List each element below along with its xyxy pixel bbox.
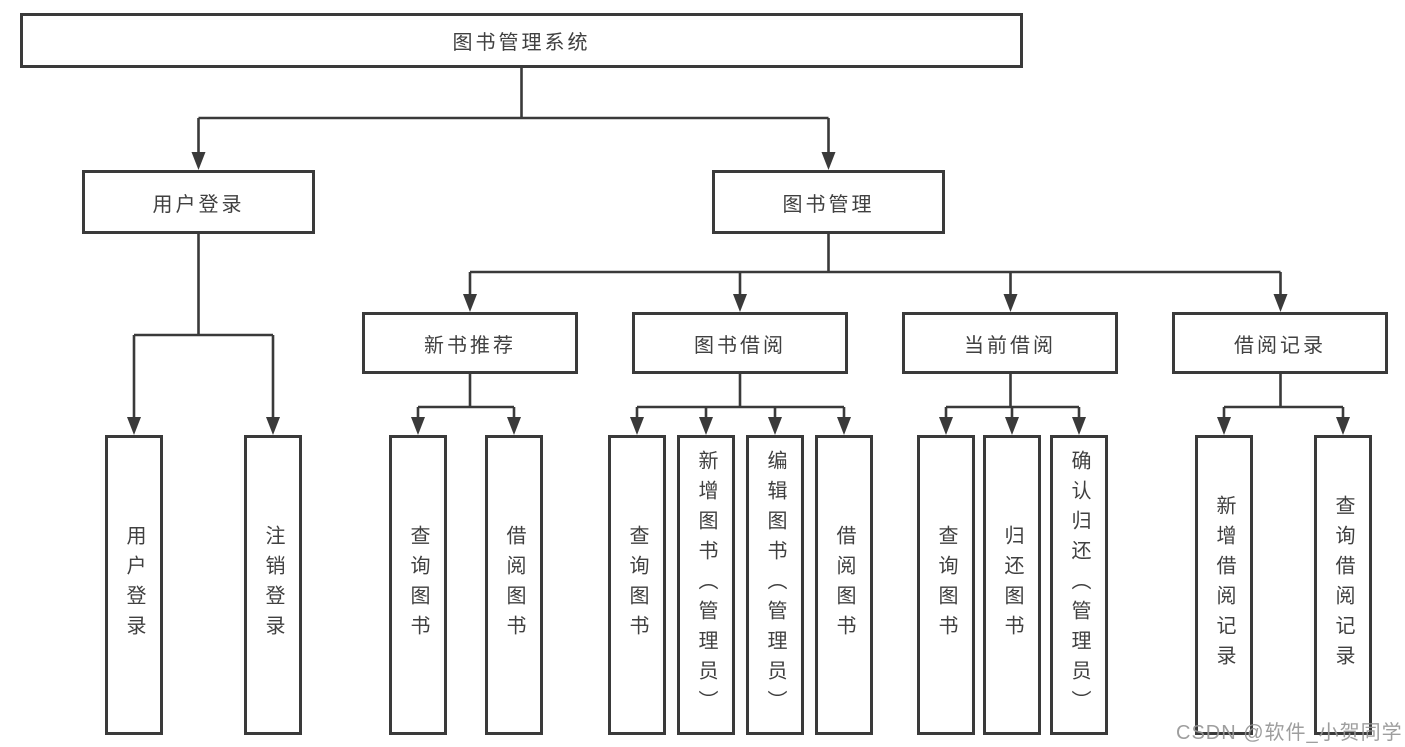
node-leaf-logout: 注销登录 [244, 435, 302, 735]
node-book-management: 图书管理 [712, 170, 945, 234]
node-user-login: 用户登录 [82, 170, 315, 234]
node-leaf-edit-book-admin: 编辑图书（管理员） [746, 435, 804, 735]
node-new-book-recommend-label: 新书推荐 [424, 334, 516, 357]
node-leaf-return-books-label: 归还图书 [1001, 525, 1023, 645]
node-leaf-confirm-return-admin-label: 确认归还（管理员） [1068, 450, 1090, 720]
node-user-login-label: 用户登录 [152, 193, 245, 216]
node-leaf-return-books: 归还图书 [983, 435, 1041, 735]
node-leaf-user-login: 用户登录 [105, 435, 163, 735]
node-current-borrow-label: 当前借阅 [964, 334, 1056, 357]
node-book-borrow-label: 图书借阅 [694, 334, 786, 357]
node-leaf-confirm-return-admin: 确认归还（管理员） [1050, 435, 1108, 735]
node-leaf-query-books-current-label: 查询图书 [935, 525, 957, 645]
node-borrow-records: 借阅记录 [1172, 312, 1388, 374]
node-leaf-borrow-books-recommend: 借阅图书 [485, 435, 543, 735]
node-leaf-borrow-books-label: 借阅图书 [833, 525, 855, 645]
node-leaf-user-login-label: 用户登录 [123, 525, 145, 645]
node-leaf-edit-book-admin-label: 编辑图书（管理员） [764, 450, 786, 720]
node-root: 图书管理系统 [20, 13, 1023, 68]
node-leaf-logout-label: 注销登录 [262, 525, 284, 645]
node-leaf-add-borrow-record: 新增借阅记录 [1195, 435, 1253, 735]
node-leaf-query-books-recommend-label: 查询图书 [407, 525, 429, 645]
arrowheads [127, 152, 1350, 435]
node-leaf-query-borrow-record: 查询借阅记录 [1314, 435, 1372, 735]
node-leaf-borrow-books: 借阅图书 [815, 435, 873, 735]
node-leaf-query-borrow-record-label: 查询借阅记录 [1332, 495, 1354, 675]
node-leaf-query-books-borrow-label: 查询图书 [626, 525, 648, 645]
node-leaf-query-books-recommend: 查询图书 [389, 435, 447, 735]
node-leaf-query-books-current: 查询图书 [917, 435, 975, 735]
node-leaf-query-books-borrow: 查询图书 [608, 435, 666, 735]
node-leaf-add-book-admin: 新增图书（管理员） [677, 435, 735, 735]
node-book-borrow: 图书借阅 [632, 312, 848, 374]
node-new-book-recommend: 新书推荐 [362, 312, 578, 374]
node-leaf-add-borrow-record-label: 新增借阅记录 [1213, 495, 1235, 675]
node-borrow-records-label: 借阅记录 [1234, 334, 1326, 357]
node-current-borrow: 当前借阅 [902, 312, 1118, 374]
node-root-label: 图书管理系统 [452, 32, 591, 54]
node-book-management-label: 图书管理 [782, 193, 875, 216]
node-leaf-add-book-admin-label: 新增图书（管理员） [695, 450, 717, 720]
node-leaf-borrow-books-recommend-label: 借阅图书 [503, 525, 525, 645]
watermark: CSDN @软件_小贺同学 [1176, 722, 1403, 744]
